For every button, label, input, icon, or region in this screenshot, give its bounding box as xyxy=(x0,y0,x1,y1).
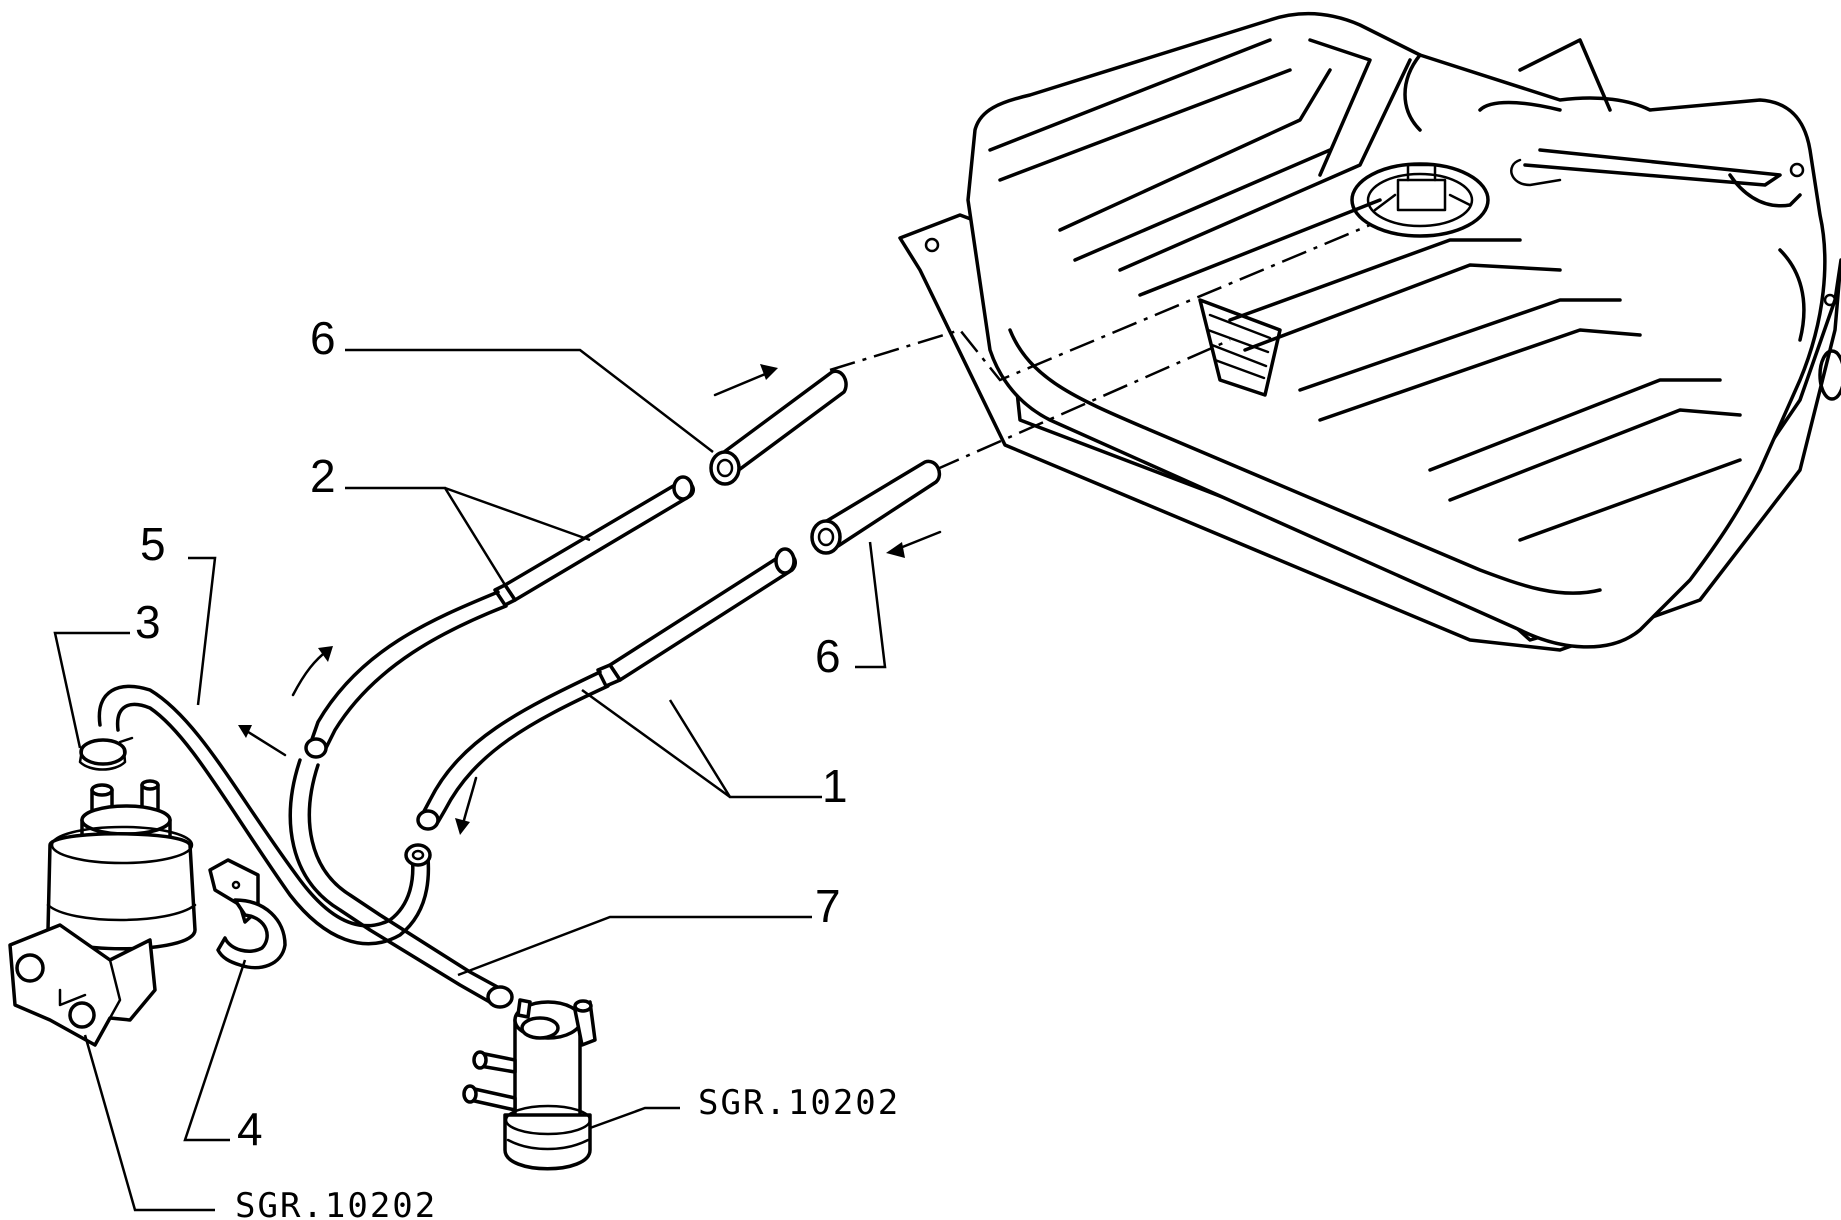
callout-5: 5 xyxy=(140,518,166,570)
fuel-filter xyxy=(462,998,597,1171)
fuel-tank xyxy=(898,11,1841,652)
hose-sleeve-upper xyxy=(709,369,848,486)
callout-3: 3 xyxy=(135,596,161,648)
hose-7 xyxy=(288,758,514,1009)
leader-lines xyxy=(53,348,887,1212)
return-pipe-2 xyxy=(304,475,695,759)
callout-1: 1 xyxy=(822,760,848,812)
feed-pipe-1 xyxy=(416,547,797,831)
hose-bracket xyxy=(208,858,287,970)
callout-2: 2 xyxy=(310,450,336,502)
hose-5 xyxy=(97,684,432,946)
alignment-line-upper xyxy=(829,223,1371,382)
reference-filter: SGR.10202 xyxy=(698,1083,900,1123)
hose-sleeve-lower xyxy=(810,459,942,555)
fuel-pump xyxy=(8,779,197,1047)
callout-6-upper: 6 xyxy=(310,312,336,364)
callout-7: 7 xyxy=(815,880,841,932)
hose-clamp xyxy=(78,736,134,771)
flow-arrows xyxy=(238,364,942,835)
reference-pump: SGR.10202 xyxy=(235,1186,437,1220)
callout-6-lower: 6 xyxy=(815,630,841,682)
alignment-line-lower xyxy=(934,338,1231,472)
callout-4: 4 xyxy=(237,1103,263,1155)
